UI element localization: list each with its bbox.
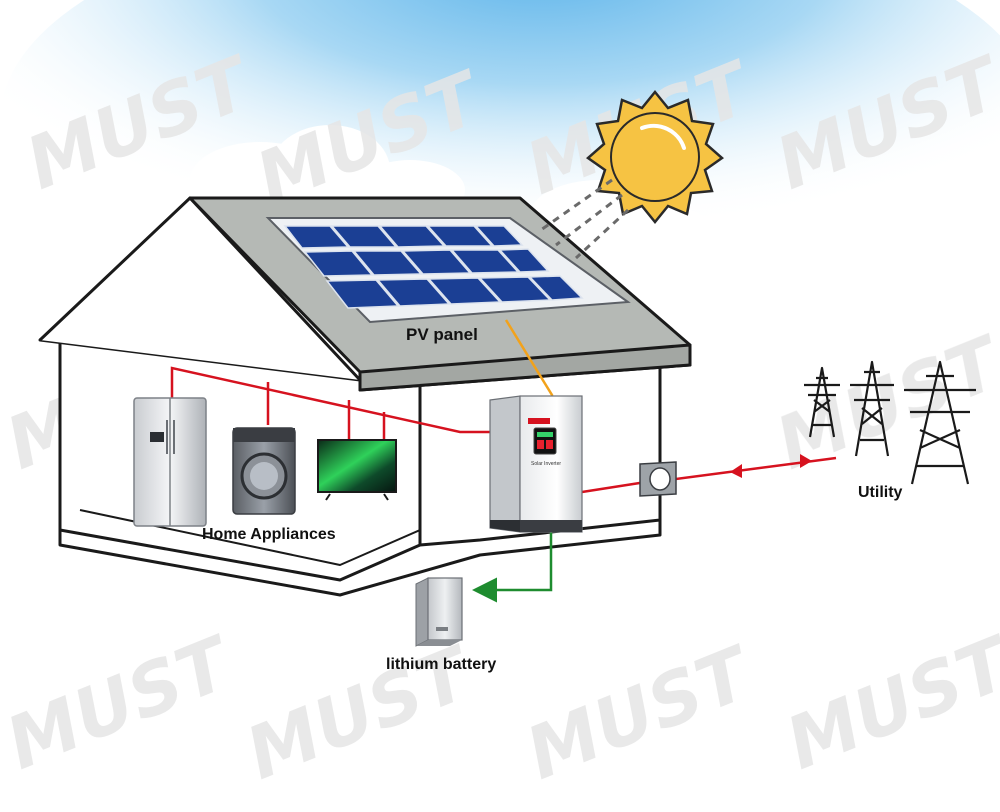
svg-text:MUST: MUST (235, 629, 485, 795)
inverter-model-text: Solar Inverter (531, 461, 561, 467)
battery-wiring (472, 530, 553, 603)
sun-icon (585, 90, 725, 224)
transmission-tower-icon (804, 360, 976, 485)
svg-text:MUST: MUST (775, 619, 1000, 785)
pv-panel-label: PV panel (406, 325, 478, 344)
roof-eave (358, 343, 692, 392)
solar-inverter: Solar Inverter (489, 395, 583, 533)
home-appliances-label: Home Appliances (202, 526, 336, 543)
television-icon (317, 439, 397, 501)
washing-machine-icon (232, 427, 296, 515)
lithium-battery-label: lithium battery (386, 656, 496, 673)
sunlight-rays (537, 178, 630, 260)
ac-flow-arrows (730, 454, 812, 478)
svg-text:MUST: MUST (0, 619, 245, 785)
refrigerator-icon (133, 397, 207, 527)
svg-text:MUST: MUST (515, 629, 765, 795)
lithium-battery-icon (415, 577, 463, 647)
house-floor-edge (58, 520, 662, 597)
utility-label: Utility (858, 484, 903, 501)
pv-panel (265, 217, 631, 324)
utility-meter-icon (639, 461, 677, 497)
house-inner-floor (79, 509, 421, 566)
